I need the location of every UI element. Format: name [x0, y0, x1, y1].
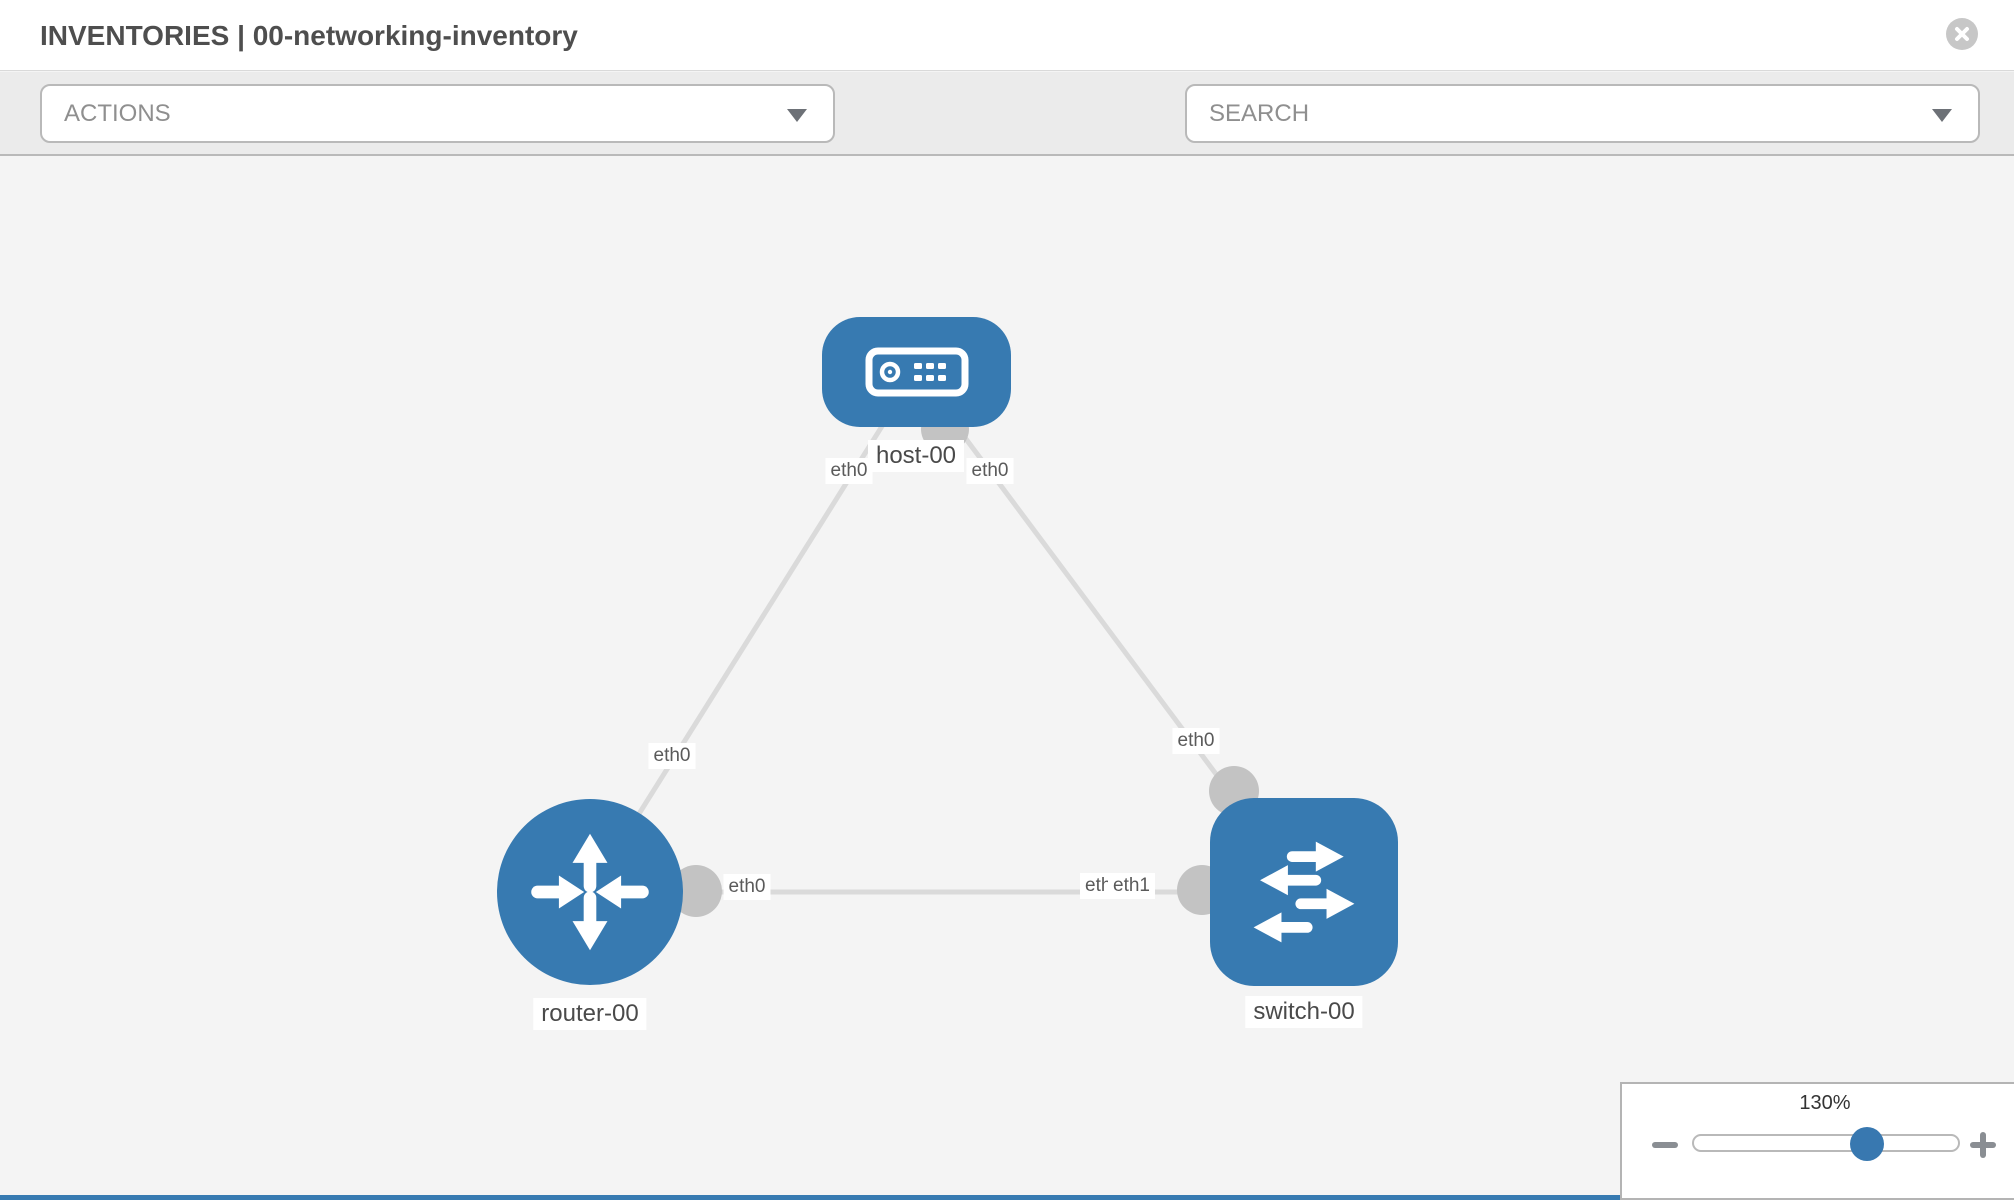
iface-label: eth0	[966, 458, 1014, 484]
node-label-switch: switch-00	[1245, 996, 1363, 1028]
panel-header: INVENTORIES | 00-networking-inventory	[0, 0, 2014, 71]
iface-label: eth0	[825, 458, 873, 484]
search-placeholder: SEARCH	[1209, 100, 1310, 127]
toolbar: ACTIONS SEARCH	[0, 72, 2014, 204]
node-host-00[interactable]	[822, 317, 1011, 427]
zoom-control-panel: 130%	[1620, 1082, 2014, 1200]
iface-label: eth0	[1172, 728, 1220, 754]
iface-label: eth0	[723, 874, 771, 900]
iface-label: eth0	[648, 743, 696, 769]
chevron-down-icon	[1932, 109, 1952, 122]
zoom-out-button[interactable]	[1650, 1126, 1680, 1162]
actions-dropdown[interactable]: ACTIONS	[40, 84, 835, 143]
search-dropdown[interactable]: SEARCH	[1185, 84, 1980, 143]
zoom-in-button[interactable]	[1968, 1126, 1998, 1162]
topology-canvas[interactable]: eth0 eth0 eth0 eth0 eth0 eth0 eth1 host-…	[0, 156, 2014, 1200]
close-button[interactable]	[1946, 18, 1978, 50]
minus-icon	[1652, 1142, 1678, 1148]
node-label-router: router-00	[533, 998, 647, 1030]
host-icon	[865, 347, 968, 397]
zoom-slider-handle[interactable]	[1850, 1127, 1884, 1161]
close-icon	[1955, 27, 1969, 41]
page-title: INVENTORIES | 00-networking-inventory	[40, 20, 578, 51]
links-layer	[587, 370, 1307, 895]
router-icon	[531, 833, 649, 951]
iface-label: eth1	[1108, 873, 1155, 899]
node-router-00[interactable]	[497, 799, 683, 985]
chevron-down-icon	[787, 109, 807, 122]
switch-icon	[1253, 841, 1355, 943]
node-switch-00[interactable]	[1210, 798, 1398, 986]
node-label-host: host-00	[867, 440, 965, 472]
zoom-slider[interactable]	[1692, 1127, 1960, 1161]
actions-dropdown-label: ACTIONS	[64, 100, 171, 127]
plus-icon	[1980, 1132, 1986, 1158]
bottom-accent-bar	[0, 1195, 2014, 1200]
zoom-level-value: 130%	[1799, 1092, 1851, 1114]
